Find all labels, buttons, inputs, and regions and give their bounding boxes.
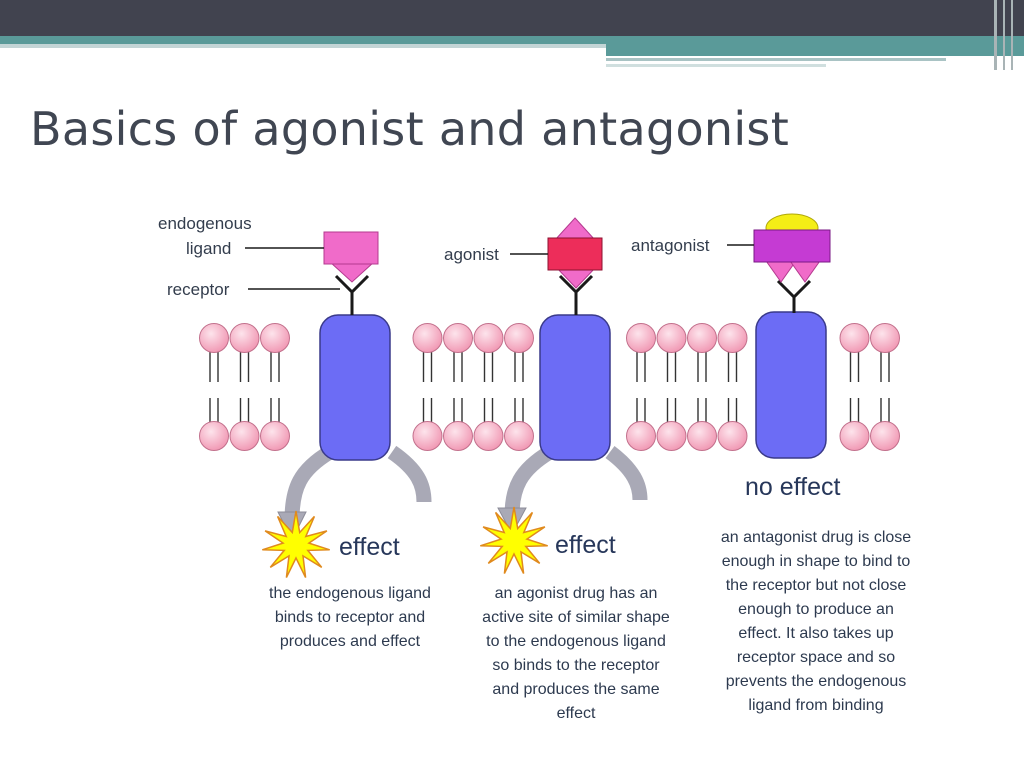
lipid-head <box>504 421 534 451</box>
receptor-site-3 <box>776 279 812 313</box>
no-effect-label: no effect <box>745 473 841 501</box>
effect-star-1 <box>262 510 330 578</box>
antagonist-shape <box>753 213 831 283</box>
lipid-head <box>260 323 290 353</box>
agonist-shape <box>547 217 603 289</box>
caption-line: and produces the same <box>492 681 659 698</box>
receptor-label: receptor <box>167 280 230 299</box>
lipid-head <box>870 421 900 451</box>
lipid-head <box>504 323 534 353</box>
caption-agonist: an agonist drug has an active site of sim… <box>482 585 670 722</box>
caption-line: the receptor but not close <box>726 577 907 594</box>
caption-line: produces and effect <box>280 633 421 650</box>
effect-arrow-2 <box>497 445 648 536</box>
caption-line: effect <box>557 705 596 722</box>
lipid-head <box>717 421 748 451</box>
caption-line: active site of similar shape <box>482 609 670 626</box>
lipid-head <box>687 421 717 451</box>
lipid-head <box>473 421 504 451</box>
caption-line: an antagonist drug is close <box>721 529 911 546</box>
agonist-label: agonist <box>444 245 499 264</box>
lipid-head <box>412 421 443 451</box>
lipid-head <box>717 323 748 353</box>
lipid-head <box>870 323 900 353</box>
agonist-antagonist-diagram: endogenous ligand receptor agonist antag… <box>158 213 911 722</box>
caption-line: prevents the endogenous <box>726 673 907 690</box>
caption-line: to the endogenous ligand <box>486 633 666 650</box>
receptor-protein-3 <box>755 311 827 459</box>
receptor-site-1 <box>334 274 370 315</box>
effect-label-1: effect <box>339 533 400 561</box>
effect-star-2 <box>480 506 548 574</box>
endogenous-label-line2: ligand <box>186 239 231 258</box>
receptor-protein-1 <box>319 314 391 461</box>
caption-line: enough to produce an <box>738 601 894 618</box>
caption-line: enough in shape to bind to <box>722 553 911 570</box>
lipid-head <box>687 323 717 353</box>
lipid-head <box>656 323 687 353</box>
lipid-bilayer <box>199 323 900 451</box>
lipid-head <box>626 323 656 353</box>
caption-line: effect. It also takes up <box>738 625 893 642</box>
lipid-head <box>473 323 504 353</box>
lipid-head <box>199 323 229 353</box>
caption-line: the endogenous ligand <box>269 585 431 602</box>
header-band <box>0 0 1024 70</box>
caption-line: so binds to the receptor <box>492 657 660 674</box>
caption-line: ligand from binding <box>748 697 883 714</box>
lipid-head <box>199 421 229 451</box>
effect-arrow-1 <box>277 445 432 542</box>
effect-label-2: effect <box>555 531 616 559</box>
caption-line: binds to receptor and <box>275 609 425 626</box>
lipid-head <box>656 421 687 451</box>
lipid-head <box>260 421 290 451</box>
lipid-head <box>626 421 656 451</box>
lipid-head <box>412 323 443 353</box>
lipid-head <box>839 323 870 353</box>
lipid-head <box>229 421 260 451</box>
lipid-head <box>229 323 260 353</box>
caption-line: receptor space and so <box>737 649 895 666</box>
endogenous-label-line1: endogenous <box>158 214 252 233</box>
receptor-site-2 <box>558 274 594 315</box>
lipid-head <box>443 323 473 353</box>
caption-endogenous: the endogenous ligand binds to receptor a… <box>269 585 431 650</box>
antagonist-label: antagonist <box>631 236 710 255</box>
lipid-head <box>443 421 473 451</box>
slide-title: Basics of agonist and antagonist <box>30 102 790 156</box>
receptor-protein-2 <box>539 314 611 461</box>
lipid-head <box>839 421 870 451</box>
caption-antagonist: an antagonist drug is close enough in sha… <box>721 529 911 714</box>
endogenous-ligand-shape <box>323 231 379 283</box>
caption-line: an agonist drug has an <box>495 585 658 602</box>
